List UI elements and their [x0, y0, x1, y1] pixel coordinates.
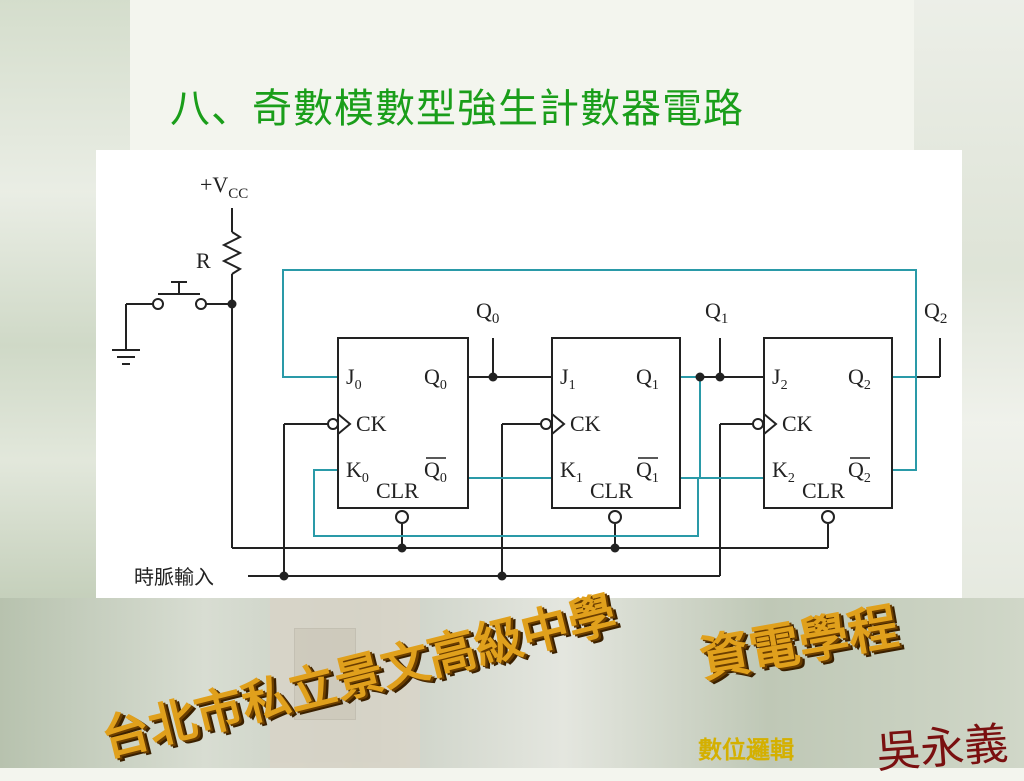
vcc-label: +VCC	[200, 172, 248, 202]
svg-text:K2: K2	[772, 457, 795, 486]
background-building	[270, 598, 420, 768]
wires-feedback	[282, 269, 917, 537]
junction-dots	[227, 299, 725, 581]
slide-title: 八、奇數模數型強生計數器電路	[170, 86, 744, 132]
svg-text:CK: CK	[356, 411, 387, 436]
building-sign	[294, 628, 356, 720]
svg-text:CLR: CLR	[376, 478, 419, 503]
svg-text:CK: CK	[570, 411, 601, 436]
flipflop-0-labels: J0 Q0 CK K0 Q0 CLR	[346, 364, 447, 503]
svg-text:Q1: Q1	[636, 457, 659, 486]
svg-text:CLR: CLR	[802, 478, 845, 503]
wires-black	[112, 208, 941, 577]
svg-text:K1: K1	[560, 457, 583, 486]
background-campus-photo	[0, 598, 1024, 768]
svg-text:J1: J1	[560, 364, 576, 393]
svg-text:Q2: Q2	[848, 364, 871, 393]
clock-input-label: 時脈輸入	[134, 565, 214, 589]
push-button-switch[interactable]	[152, 298, 207, 310]
svg-text:Q2: Q2	[848, 457, 871, 486]
output-label-q0: Q0	[476, 298, 499, 327]
svg-text:Q1: Q1	[636, 364, 659, 393]
svg-text:J2: J2	[772, 364, 788, 393]
svg-text:CLR: CLR	[590, 478, 633, 503]
output-label-q2: Q2	[924, 298, 947, 327]
svg-text:J0: J0	[346, 364, 362, 393]
clock-inputs	[327, 413, 835, 524]
author-signature: 吳永義	[874, 718, 1010, 779]
course-name: 數位邏輯	[698, 736, 794, 764]
flipflop-1-labels: J1 Q1 CK K1 Q1 CLR	[560, 364, 659, 503]
resistor-label: R	[196, 248, 211, 273]
flipflop-boxes	[337, 337, 893, 509]
output-label-q1: Q1	[705, 298, 728, 327]
svg-text:Q0: Q0	[424, 457, 447, 486]
svg-text:CK: CK	[782, 411, 813, 436]
svg-text:Q0: Q0	[424, 364, 447, 393]
flipflop-2-labels: J2 Q2 CK K2 Q2 CLR	[772, 364, 871, 503]
svg-text:K0: K0	[346, 457, 369, 486]
